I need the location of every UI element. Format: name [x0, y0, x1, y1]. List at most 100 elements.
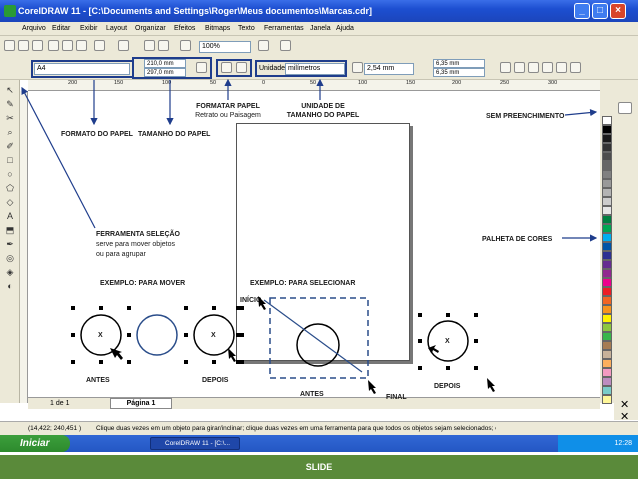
palette-swatch[interactable]	[602, 368, 612, 377]
ruler-tick: 100	[358, 80, 368, 86]
close-button[interactable]: ×	[610, 3, 626, 19]
palette-swatch[interactable]	[602, 296, 612, 305]
undo-icon[interactable]	[94, 40, 105, 51]
more-icon[interactable]	[570, 62, 581, 73]
palette-swatch[interactable]	[602, 152, 612, 161]
paper-height-field[interactable]: 297,0 mm	[144, 68, 186, 77]
copy-icon[interactable]	[62, 40, 73, 51]
portrait-icon[interactable]	[196, 62, 207, 73]
palette-swatch[interactable]	[602, 386, 612, 395]
palette-swatch[interactable]	[602, 170, 612, 179]
palette-swatch[interactable]	[602, 305, 612, 314]
interactive-fill-icon[interactable]: ◐	[7, 281, 13, 291]
fill-tool-icon[interactable]: ◈	[6, 267, 14, 277]
crop-tool-icon[interactable]: ✂	[6, 113, 14, 123]
palette-swatch[interactable]	[602, 134, 612, 143]
palette-swatch[interactable]	[602, 197, 612, 206]
menu-ajuda[interactable]: Ajuda	[336, 25, 354, 32]
guidelines-icon[interactable]	[528, 62, 539, 73]
palette-swatch[interactable]	[602, 260, 612, 269]
paper-width-field[interactable]: 210,0 mm	[144, 59, 186, 68]
taskbar-coreldraw-button[interactable]: CorelDRAW 11 - [C:\...	[150, 437, 240, 450]
cut-icon[interactable]	[48, 40, 59, 51]
freehand-tool-icon[interactable]: ✐	[6, 141, 14, 151]
maximize-button[interactable]: □	[592, 3, 608, 19]
palette-swatch[interactable]	[602, 161, 612, 170]
duplicate-x-field[interactable]: 6,35 mm	[433, 59, 485, 68]
menu-bitmaps[interactable]: Bitmaps	[205, 25, 231, 32]
menu-janela[interactable]: Janela	[310, 25, 331, 32]
palette-swatch[interactable]	[602, 179, 612, 188]
redo-icon[interactable]	[118, 40, 129, 51]
close-x-icon[interactable]: ✕	[620, 399, 630, 411]
snap-icon[interactable]	[500, 62, 511, 73]
menu-arquivo[interactable]: Arquivo	[22, 25, 46, 32]
grid-icon[interactable]	[514, 62, 525, 73]
palette-swatch[interactable]	[602, 224, 612, 233]
launcher-icon[interactable]	[180, 40, 191, 51]
palette-swatch[interactable]	[602, 269, 612, 278]
palette-swatch[interactable]	[602, 395, 612, 404]
open-icon[interactable]	[18, 40, 29, 51]
zoom-tool-icon[interactable]	[258, 40, 269, 51]
zoom-tool-icon-2[interactable]: ⌕	[7, 127, 13, 137]
palette-swatch[interactable]	[602, 116, 612, 125]
paste-icon[interactable]	[76, 40, 87, 51]
menu-efeitos[interactable]: Efeitos	[174, 25, 196, 32]
portrait-button-icon[interactable]	[221, 62, 232, 73]
nudge-field[interactable]: 2,54 mm	[364, 63, 414, 75]
palette-swatch[interactable]	[602, 359, 612, 368]
basic-shapes-icon[interactable]: ◇	[6, 197, 14, 207]
palette-swatch[interactable]	[602, 233, 612, 242]
interactive-tool-icon[interactable]: ⬒	[5, 225, 15, 235]
menu-texto[interactable]: Texto	[238, 25, 255, 32]
palette-swatch[interactable]	[602, 242, 612, 251]
palette-swatch[interactable]	[602, 278, 612, 287]
landscape-button-icon[interactable]	[236, 62, 247, 73]
menu-editar[interactable]: Editar	[52, 25, 71, 32]
palette-swatch[interactable]	[602, 287, 612, 296]
rectangle-tool-icon[interactable]: □	[7, 155, 13, 165]
polygon-tool-icon[interactable]: ⬠	[6, 183, 14, 193]
import-icon[interactable]	[144, 40, 155, 51]
objects-icon[interactable]	[542, 62, 553, 73]
page-sheet[interactable]	[236, 123, 410, 361]
page-tab[interactable]: Página 1	[110, 398, 172, 409]
palette-swatch[interactable]	[602, 188, 612, 197]
vertical-ruler[interactable]	[20, 91, 28, 403]
duplicate-y-field[interactable]: 6,35 mm	[433, 68, 485, 77]
outline-tool-icon[interactable]: ◎	[6, 253, 14, 263]
units-select[interactable]: milímetros	[285, 63, 345, 75]
menu-ferramentas[interactable]: Ferramentas	[264, 25, 304, 32]
text-tool-icon[interactable]: A	[6, 211, 13, 221]
palette-swatch[interactable]	[602, 251, 612, 260]
ellipse-tool-icon[interactable]: ○	[7, 169, 13, 179]
zoom-field[interactable]: 100%	[199, 41, 251, 53]
options-icon[interactable]	[556, 62, 567, 73]
menu-layout[interactable]: Layout	[106, 25, 128, 32]
palette-swatch[interactable]	[602, 350, 612, 359]
palette-swatch[interactable]	[602, 377, 612, 386]
new-icon[interactable]	[4, 40, 15, 51]
paper-size-select[interactable]: A4	[34, 63, 130, 75]
close-x-icon-2[interactable]: ✕	[620, 411, 630, 423]
minimize-button[interactable]: _	[574, 3, 590, 19]
menu-exibir[interactable]: Exibir	[80, 25, 98, 32]
palette-swatch[interactable]	[602, 341, 612, 350]
pick-tool-icon[interactable]: ↖	[6, 85, 14, 95]
no-fill-icon[interactable]	[618, 102, 632, 114]
palette-swatch[interactable]	[602, 323, 612, 332]
save-icon[interactable]	[32, 40, 43, 51]
palette-swatch[interactable]	[602, 332, 612, 341]
palette-swatch[interactable]	[602, 143, 612, 152]
palette-swatch[interactable]	[602, 125, 612, 134]
app-launcher-icon[interactable]	[280, 40, 291, 51]
export-icon[interactable]	[158, 40, 169, 51]
palette-swatch[interactable]	[602, 314, 612, 323]
shape-tool-icon[interactable]: ✎	[6, 99, 14, 109]
eyedropper-icon[interactable]: ✒	[6, 239, 14, 249]
menu-organizar[interactable]: Organizar	[135, 25, 166, 32]
palette-swatch[interactable]	[602, 206, 612, 215]
start-button[interactable]: Iniciar	[0, 435, 70, 452]
palette-swatch[interactable]	[602, 215, 612, 224]
